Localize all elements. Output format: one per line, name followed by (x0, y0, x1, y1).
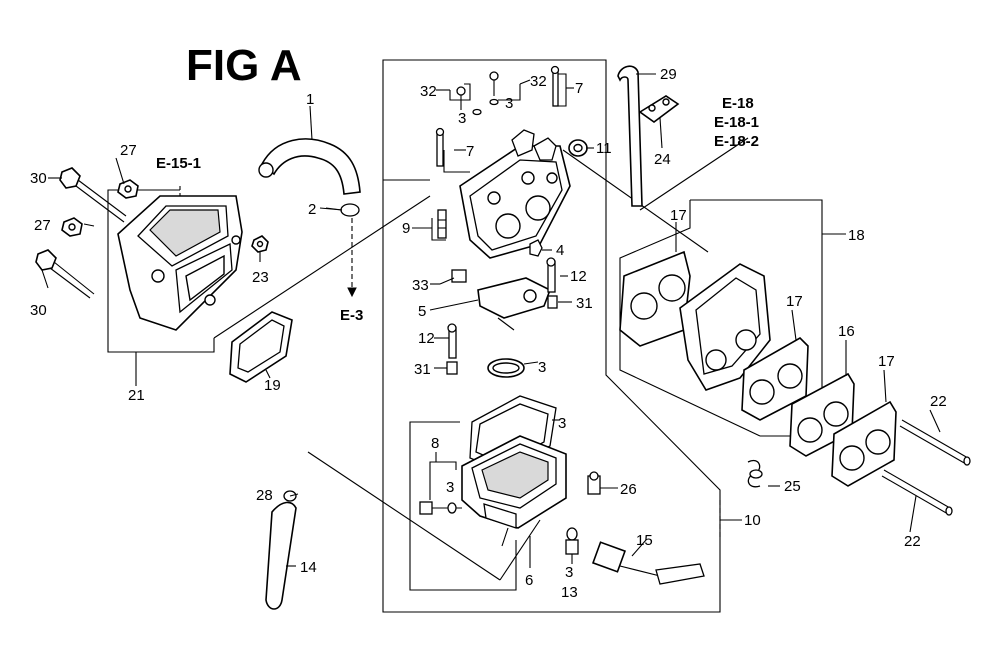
tube-29 (617, 65, 643, 207)
callout-30: 30 (30, 302, 47, 319)
hose-14 (265, 490, 297, 610)
callout-33: 33 (412, 277, 429, 294)
callout-21: 21 (128, 387, 145, 404)
group-box-10 (382, 59, 721, 613)
callout-17: 17 (786, 293, 803, 310)
clip-2 (325, 203, 360, 217)
gasket-19 (229, 311, 293, 383)
float-bowl-6 (461, 435, 567, 547)
callout-27: 27 (120, 142, 137, 159)
gasket-17-c (831, 400, 897, 487)
o-ring-3 (487, 358, 525, 378)
callout-19: 19 (264, 377, 281, 394)
plug-4 (529, 239, 543, 257)
callout-10: 10 (744, 512, 761, 529)
carburetor-upper (459, 129, 571, 259)
washer-13 (565, 527, 579, 555)
callout-2: 2 (308, 201, 316, 218)
callout-3: 3 (558, 415, 566, 432)
intake-elbow (117, 195, 243, 331)
callout-3: 3 (446, 479, 454, 496)
callout-16: 16 (838, 323, 855, 340)
callout-32: 32 (420, 83, 437, 100)
screw-26 (587, 471, 601, 495)
screw-12-upper (546, 257, 556, 293)
callout-23: 23 (252, 269, 269, 286)
callout-3: 3 (505, 95, 513, 112)
callout-1: 1 (306, 91, 314, 108)
figure-title: FIG A (186, 41, 302, 90)
bracket-24 (638, 95, 680, 123)
callout-11: 11 (596, 140, 612, 157)
callout-3: 3 (565, 564, 573, 581)
ref-e-18-2: E-18-2 (714, 133, 759, 150)
callout-7: 7 (575, 80, 583, 97)
solenoid-15 (591, 541, 705, 585)
callout-13: 13 (561, 584, 578, 601)
screw-12-lower (447, 323, 457, 359)
screw-9 (437, 209, 447, 239)
ref-e-18-1: E-18-1 (714, 114, 759, 131)
ref-e-18: E-18 (722, 95, 754, 112)
callout-29: 29 (660, 66, 677, 83)
callout-15: 15 (636, 532, 653, 549)
callout-7: 7 (466, 143, 474, 160)
callout-8: 8 (431, 435, 439, 452)
callout-4: 4 (556, 242, 564, 259)
stud-22-lower (881, 469, 953, 516)
screw-32-right (489, 71, 499, 96)
jet-7-top (550, 65, 560, 107)
ref-e-3: E-3 (340, 307, 363, 324)
callout-27: 27 (34, 217, 51, 234)
callout-3: 3 (458, 110, 466, 127)
nut-27-upper (117, 179, 139, 199)
bolt-30-lower (35, 249, 95, 299)
stud-22-upper (899, 419, 971, 466)
callout-28: 28 (256, 487, 273, 504)
ref-e-15-1: E-15-1 (156, 155, 201, 172)
callout-32: 32 (530, 73, 547, 90)
screw-32-left (456, 86, 466, 110)
callout-31: 31 (576, 295, 593, 312)
fitting-33 (439, 269, 467, 285)
jet-7-mid (435, 127, 445, 167)
callout-22: 22 (930, 393, 947, 410)
bolt-30-upper (59, 167, 127, 223)
callout-26: 26 (620, 481, 637, 498)
callout-31: 31 (414, 361, 431, 378)
group-bracket-6 (409, 421, 517, 591)
callout-12: 12 (570, 268, 587, 285)
clip-25 (747, 459, 763, 488)
spring-31-lower (446, 361, 458, 375)
callout-6: 6 (525, 572, 533, 589)
callout-22: 22 (904, 533, 921, 550)
callout-12: 12 (418, 330, 435, 347)
callout-5: 5 (418, 303, 426, 320)
spring-31-upper (547, 295, 558, 309)
hose-1 (258, 138, 361, 195)
float-5 (477, 277, 552, 331)
callout-17: 17 (670, 207, 687, 224)
callout-18: 18 (848, 227, 865, 244)
callout-leaders (41, 73, 941, 567)
callout-25: 25 (784, 478, 801, 495)
callout-24: 24 (654, 151, 671, 168)
callout-17: 17 (878, 353, 895, 370)
gasket-17-b (741, 337, 809, 421)
callout-3: 3 (538, 359, 546, 376)
gasket-17-a (619, 250, 691, 347)
callout-14: 14 (300, 559, 317, 576)
nut-23 (251, 235, 269, 253)
callout-9: 9 (402, 220, 410, 237)
insulator-18 (679, 263, 771, 391)
callout-30: 30 (30, 170, 47, 187)
nut-27-lower (61, 217, 83, 237)
seal-11 (568, 139, 588, 157)
drain-screw-8 (419, 501, 462, 515)
